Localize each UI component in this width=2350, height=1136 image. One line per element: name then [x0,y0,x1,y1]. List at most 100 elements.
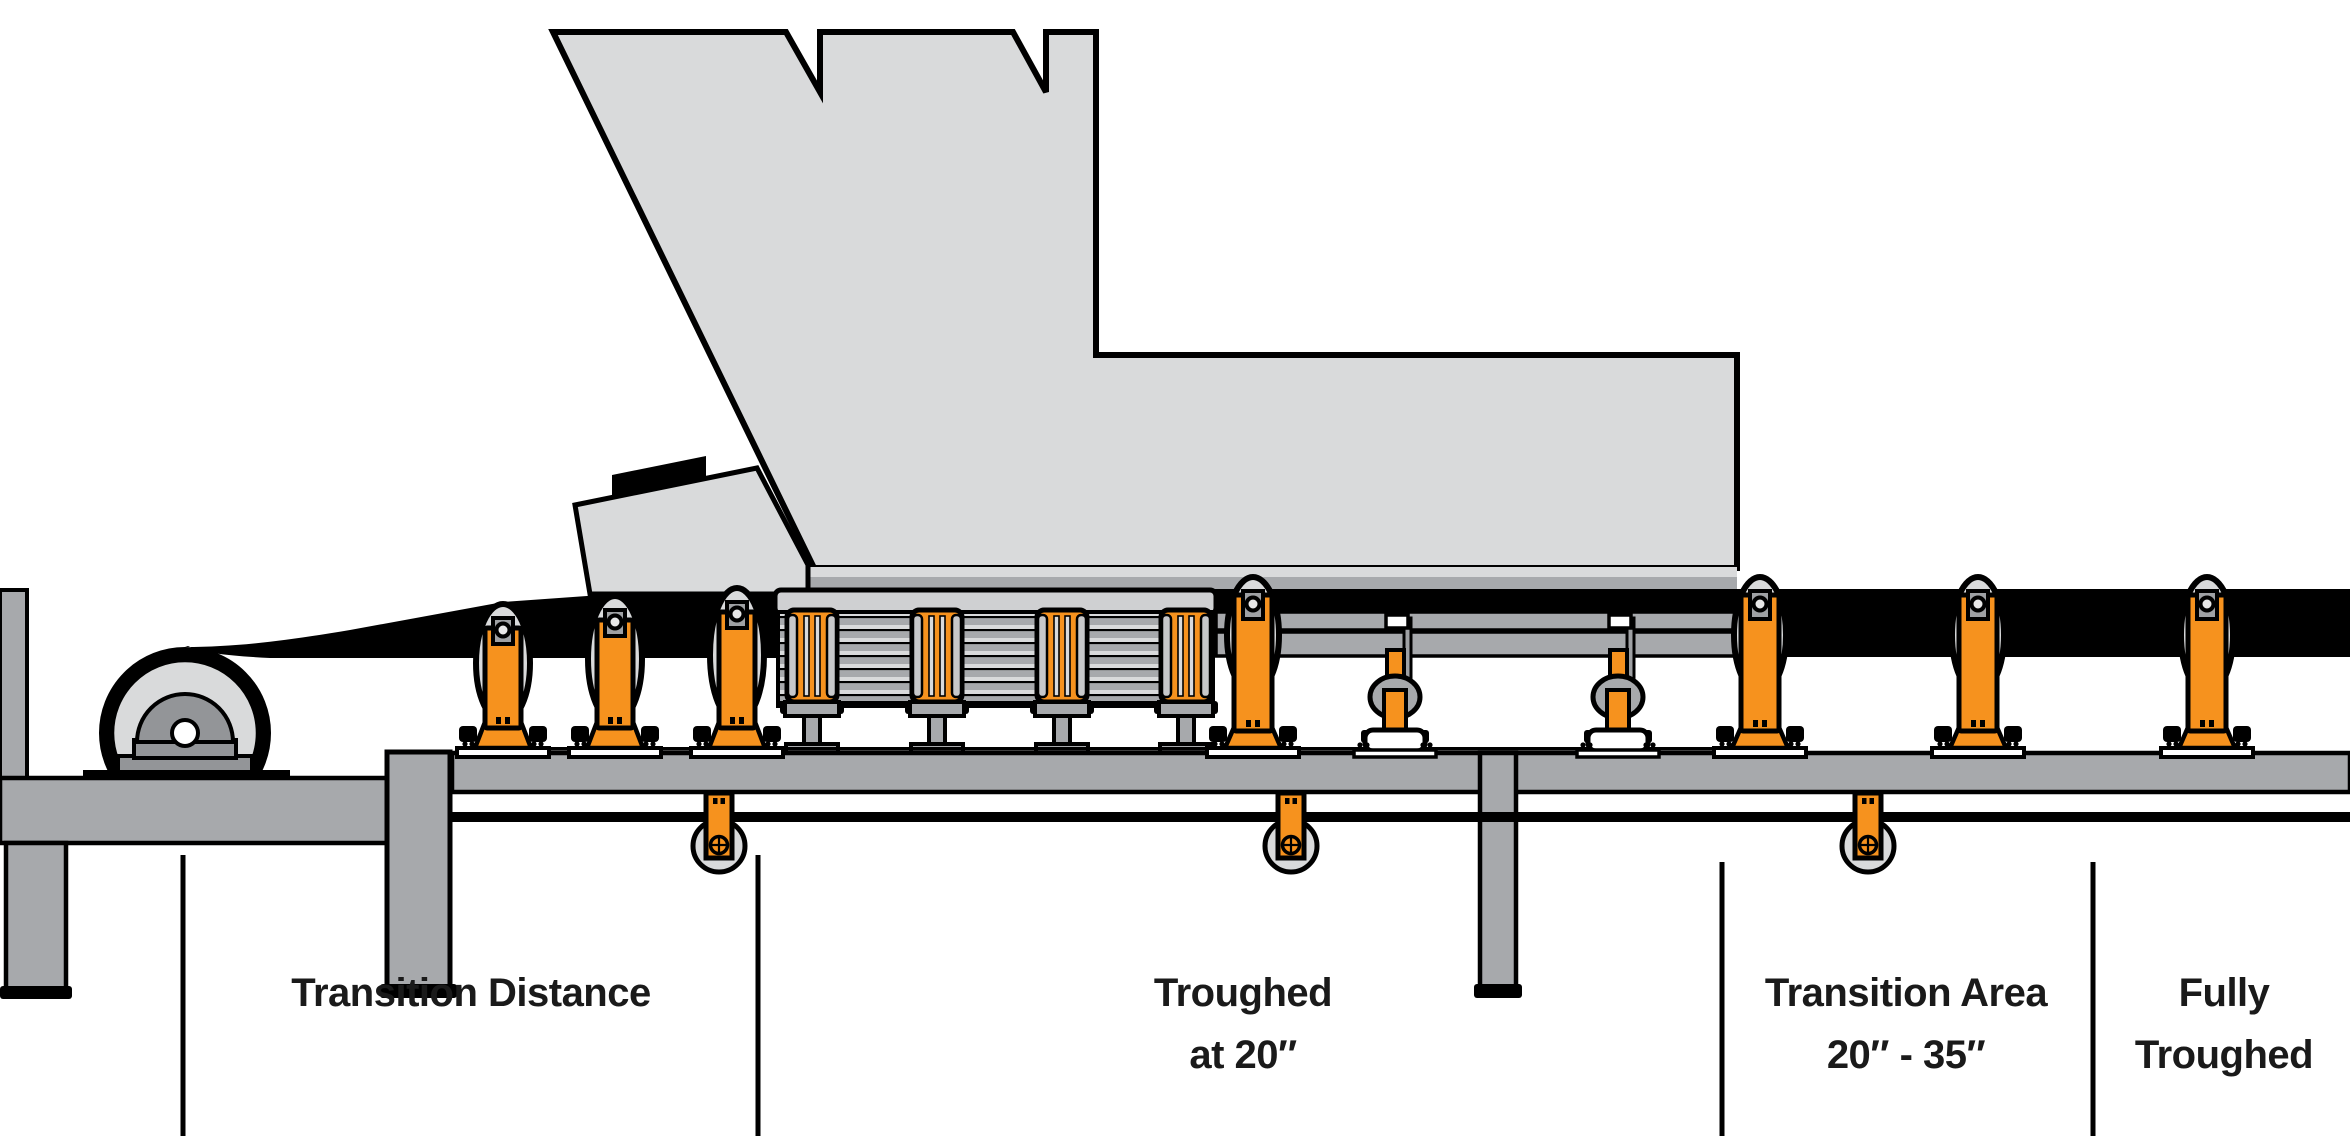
bolt-dot [1944,741,1950,747]
foot-clamp [1786,726,1804,742]
deck-plate-line [455,747,1737,751]
bolt-dot [1643,742,1649,748]
base-plate [1352,748,1438,759]
impact-bed [772,587,1219,759]
frame-leg-center [380,749,457,998]
foot-clamp [693,726,711,742]
foot-clamp [1716,726,1734,742]
bolt-dot [2173,741,2179,747]
leg-column [3,840,69,993]
bolt-dot [1427,742,1433,748]
foot-top-flange [1033,700,1091,718]
leg-foot [1474,984,1522,998]
holder-stripe [1188,615,1195,697]
troughing-idler [455,601,551,759]
bed-rib-band [780,683,1211,690]
bolt-dot [574,741,580,747]
holder-side-cap [786,613,799,699]
bed-rib-line [780,655,1211,658]
label-line: Transition Area [1765,971,2048,1015]
base-plate [689,746,785,759]
post-bolt [1762,720,1767,727]
frame-leg-left [0,840,72,999]
bracket-hole [494,621,512,639]
chute-cover [572,465,811,597]
bolt-dot [469,741,475,747]
bolt-dot [703,741,709,747]
post-bolt [1980,720,1985,727]
leg-column [384,749,453,991]
holder-stripe [939,615,946,697]
bolt-dot [772,741,778,747]
foot-clamp [529,726,547,742]
bracket-hole [1244,595,1262,613]
troughing-idler [2159,574,2255,759]
bracket-bolt [1292,798,1297,804]
foot-clamp [2163,726,2181,742]
bed-rib-line [780,616,1211,619]
holder-side-cap [1160,613,1173,699]
troughing-idler [1205,574,1301,759]
post-bolt [2200,720,2205,727]
impact-bed-post [1158,607,1214,705]
foot-top-flange [783,700,841,718]
bolt-dot [2166,741,2172,747]
label-line: Troughed [1154,971,1332,1015]
label-line: at 20″ [1189,1033,1297,1077]
foot-web [927,714,947,748]
foot-clamp [571,726,589,742]
bolt-dot [462,741,468,747]
bracket-hole [2198,595,2216,613]
bolt-dot [1288,741,1294,747]
bed-rib-band [780,644,1211,651]
foot-web [1176,714,1196,748]
bracket-bolt [713,798,718,804]
center-roll-idler [1352,613,1438,759]
bolt-dot [2006,741,2012,747]
saddle-base [1585,727,1651,754]
post-bolt [739,717,744,724]
foot-clamp [1934,726,1952,742]
label-line: Transition Distance [291,971,650,1015]
section-label-transition-distance: Transition Distance [291,971,651,1015]
bolt-dot [1420,742,1426,748]
frame-leg-right [1474,750,1522,998]
return-roller [690,790,748,875]
bolt-dot [1719,741,1725,747]
foot-clamp [459,726,477,742]
base-plate [1575,748,1661,759]
impact-bed-post [909,607,965,705]
roll-support-lower [1382,688,1408,736]
holder-side-cap [911,613,924,699]
bolt-dot [1795,741,1801,747]
belt-wrap-ring [99,647,271,772]
skirt-rail-lower [1214,630,1739,658]
bed-rib-band [780,631,1211,638]
bracket-bolt [1862,798,1867,804]
bracket-hole [728,605,746,623]
foot-clamp [2233,726,2251,742]
rail-clamp-tab [1384,613,1410,630]
foot-clamp [1279,726,1297,742]
roll-support-lower [1605,688,1631,736]
holder-side-cap [1075,613,1088,699]
bolt-dot [1587,742,1593,748]
troughing-idler [689,585,785,759]
bed-rib-band [780,657,1211,664]
bolt-dot [1219,741,1225,747]
foot-clamp [641,726,659,742]
holder-side-cap [825,613,838,699]
bracket-bolt [1285,798,1290,804]
bolt-dot [1357,742,1363,748]
post-bolt [1255,720,1260,727]
section-label-fully-troughed: Fully Troughed [2135,971,2314,1077]
foot-clamp [2004,726,2022,742]
rail-clamp-tab [1607,613,1633,630]
bracket-bolt [720,798,725,804]
post-bolt [505,717,510,724]
leg-foot [380,984,457,998]
base-plate [1712,746,1808,759]
bolt-dot [538,741,544,747]
